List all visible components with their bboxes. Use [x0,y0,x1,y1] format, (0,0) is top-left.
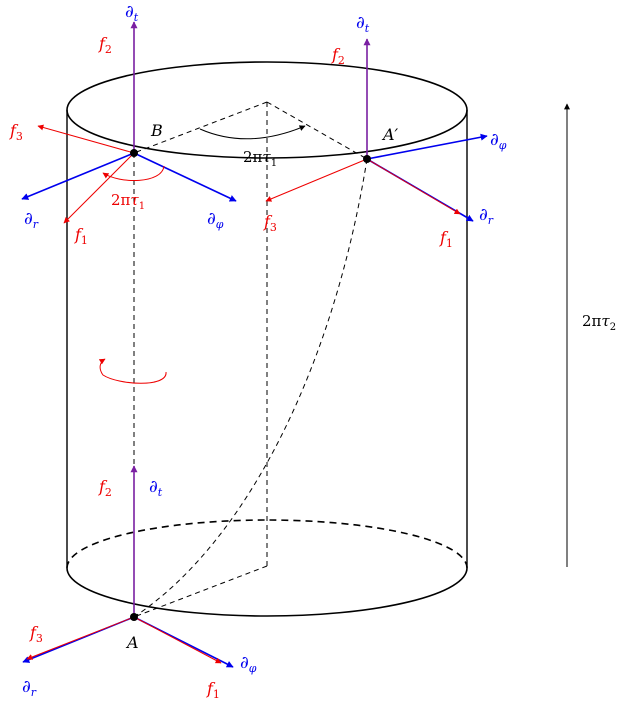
label-A: A [125,633,139,652]
mid-rotation-arrow [98,358,167,384]
cylinder-bottom-rim-front [66,567,468,617]
Aprime-f1-arrow [366,158,461,215]
helix-A-to-A-prime [133,158,368,618]
B-f1-arrow [63,152,135,224]
A-dt-label: ∂t [149,477,163,499]
height-label: 2πτ2 [582,312,616,333]
Aprime-dr-label: ∂r [479,205,494,227]
cylinder-top-rim [66,61,468,159]
B-dt-label: ∂t [125,2,139,24]
Aprime-f3-label: f3 [263,212,277,234]
point-A [130,613,138,621]
frame-A-prime: A′ ∂t f2 ∂φ ∂r f3 f1 [263,13,507,250]
label-A-prime: A′ [381,125,399,144]
top-angle-label: 2πτ1 [243,148,277,169]
A-dphi-label: ∂φ [240,653,257,675]
Aprime-f1-label: f1 [439,228,453,250]
point-A-prime [363,155,371,163]
A-f1-label: f1 [206,679,220,701]
B-dphi-arrow [133,152,237,202]
B-f3-arrow [37,124,135,154]
B-rotation-arrow [102,165,165,182]
B-dphi-label: ∂φ [207,209,224,231]
A-f1-arrow [133,616,222,664]
top-radius-to-A-prime [266,101,368,160]
B-f1-label: f1 [74,225,88,247]
B-f3-label: f3 [9,121,23,143]
top-rotation-arrow [199,125,306,140]
construction-lines [133,101,368,618]
A-f3-label: f3 [29,623,43,645]
A-dr-label: ∂r [22,677,37,699]
B-f2-label: f2 [98,34,112,56]
frame-A: A f2 ∂t f3 ∂r ∂φ f1 [22,465,257,701]
Aprime-dphi-arrow [366,133,488,160]
Aprime-dt-label: ∂t [356,13,370,35]
A-f3-arrow [26,616,135,660]
Aprime-dphi-label: ∂φ [490,130,507,152]
A-f2-label: f2 [98,477,112,499]
point-B [130,149,138,157]
label-B: B [150,121,163,140]
B-dr-arrow [21,152,135,200]
bottom-radius-to-A [133,565,268,618]
B-dr-label: ∂r [24,209,39,231]
frame-B: B ∂t f2 f3 ∂r f1 2πτ1 ∂φ [9,2,237,247]
Aprime-f2-label: f2 [331,45,345,67]
top-radius-to-B [133,101,268,154]
Aprime-f3-arrow [265,158,368,202]
B-angle-label: 2πτ1 [111,191,145,212]
